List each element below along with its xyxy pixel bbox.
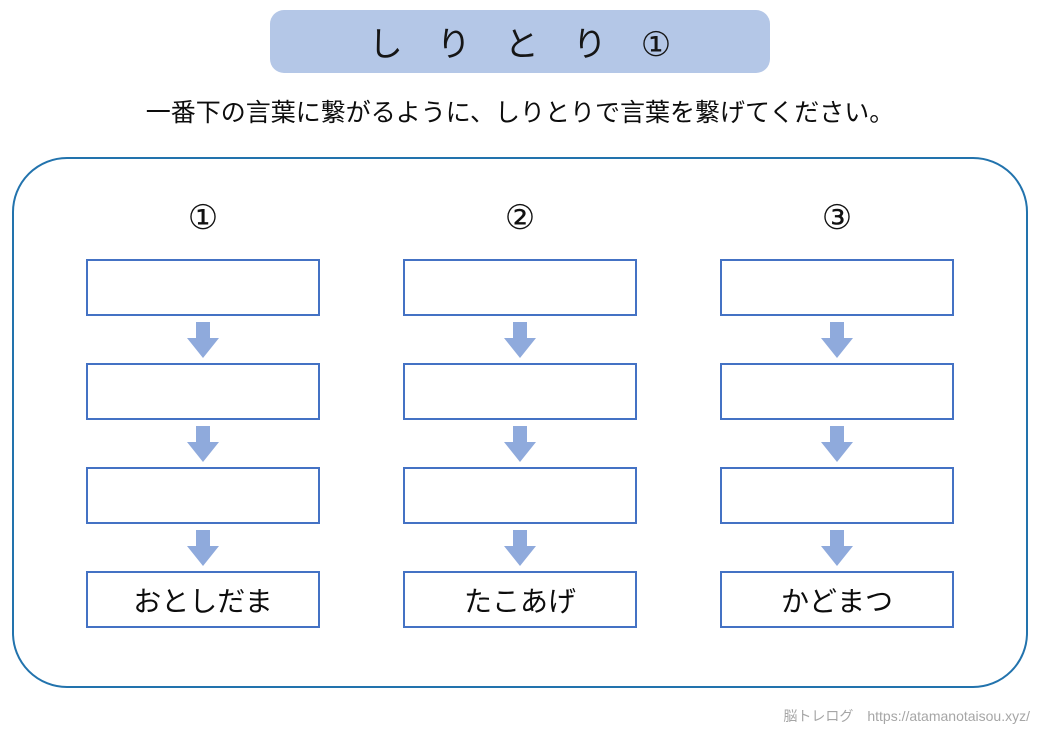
answer-box: かどまつ xyxy=(720,571,954,628)
word-input-box[interactable] xyxy=(720,467,954,524)
answer-word: たこあげ xyxy=(463,585,576,617)
site-credit: 脳トレログ https://atamanotaisou.xyz/ xyxy=(783,708,1030,724)
word-input-box[interactable] xyxy=(86,259,320,316)
answer-word: かどまつ xyxy=(780,585,893,617)
down-arrow-icon xyxy=(504,420,536,467)
down-arrow-icon xyxy=(504,524,536,571)
down-arrow-icon xyxy=(821,420,853,467)
word-input-box[interactable] xyxy=(403,467,637,524)
down-arrow-icon xyxy=(821,316,853,363)
shiritori-column-3: ③ かどまつ xyxy=(720,199,954,628)
shiritori-column-2: ② たこあげ xyxy=(403,199,637,628)
column-number-label: ① xyxy=(187,199,219,237)
instruction-text: 一番下の言葉に繋がるように、しりとりで言葉を繋げてください。 xyxy=(145,99,895,127)
word-input-box[interactable] xyxy=(720,259,954,316)
answer-box: たこあげ xyxy=(403,571,637,628)
worksheet-page: し り と り ① 一番下の言葉に繋がるように、しりとりで言葉を繋げてください。… xyxy=(0,10,1040,730)
column-number-label: ② xyxy=(504,199,536,237)
puzzle-panel: ① おとしだま ② xyxy=(12,157,1028,688)
shiritori-column-1: ① おとしだま xyxy=(86,199,320,628)
answer-box: おとしだま xyxy=(86,571,320,628)
down-arrow-icon xyxy=(187,420,219,467)
answer-word: おとしだま xyxy=(133,585,273,617)
down-arrow-icon xyxy=(187,524,219,571)
page-title: し り と り ① xyxy=(368,26,672,64)
down-arrow-icon xyxy=(504,316,536,363)
word-input-box[interactable] xyxy=(403,363,637,420)
title-bar: し り と り ① xyxy=(270,10,770,73)
columns-container: ① おとしだま ② xyxy=(14,159,1026,628)
word-input-box[interactable] xyxy=(86,467,320,524)
down-arrow-icon xyxy=(821,524,853,571)
word-input-box[interactable] xyxy=(86,363,320,420)
word-input-box[interactable] xyxy=(720,363,954,420)
down-arrow-icon xyxy=(187,316,219,363)
word-input-box[interactable] xyxy=(403,259,637,316)
column-number-label: ③ xyxy=(821,199,853,237)
